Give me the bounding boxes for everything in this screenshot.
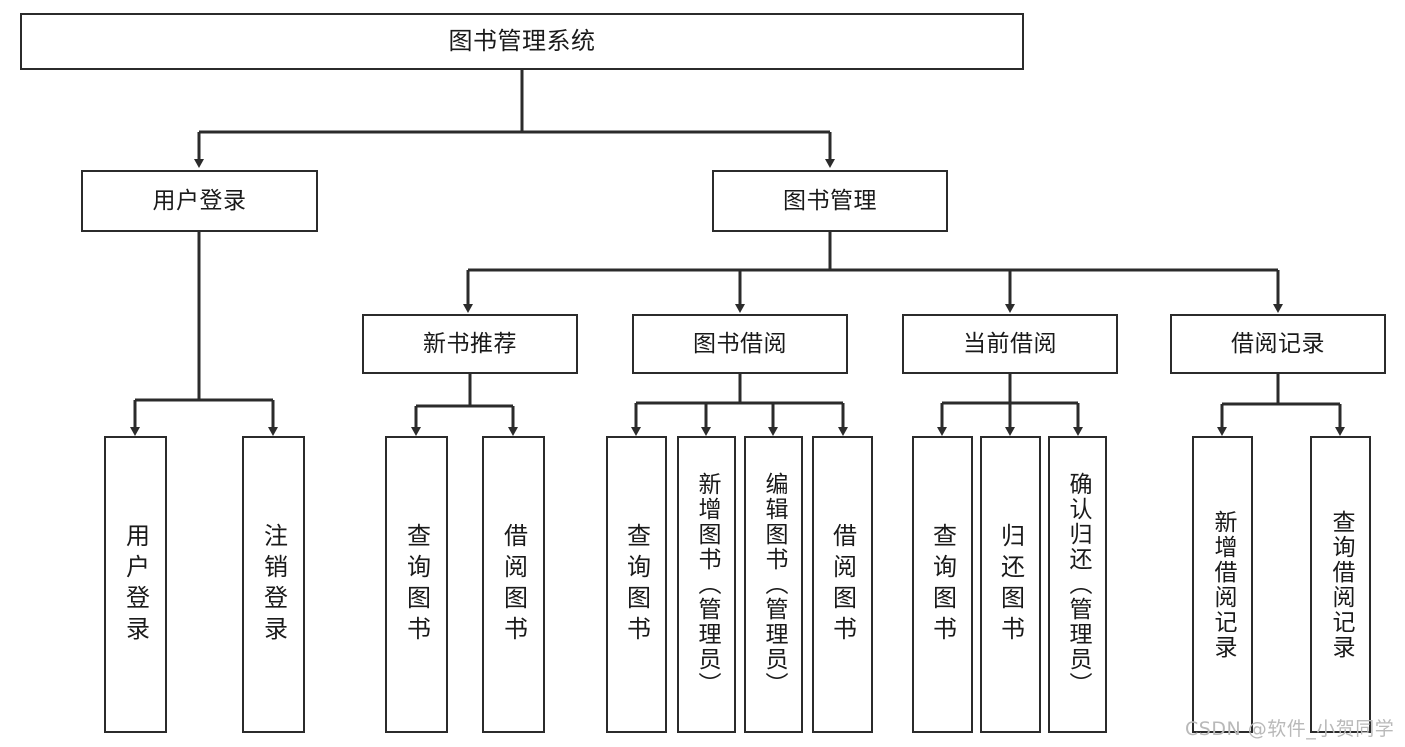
node-leaf-add-book-label: 新增图书（管理员）: [694, 472, 720, 697]
node-leaf-edit-book[interactable]: 编辑图书（管理员）: [744, 436, 803, 733]
node-leaf-user-login-label: 用户登录: [121, 522, 150, 647]
node-book-borrow[interactable]: 图书借阅: [632, 314, 848, 374]
node-leaf-return-book-label: 归还图书: [996, 522, 1025, 647]
node-leaf-query-record[interactable]: 查询借阅记录: [1310, 436, 1371, 733]
node-leaf-user-login[interactable]: 用户登录: [104, 436, 167, 733]
node-current-borrow[interactable]: 当前借阅: [902, 314, 1118, 374]
node-leaf-borrow-book-1-label: 借阅图书: [499, 522, 528, 647]
node-root-label: 图书管理系统: [448, 26, 596, 55]
node-leaf-borrow-book-2-label: 借阅图书: [828, 522, 857, 647]
node-borrow-record[interactable]: 借阅记录: [1170, 314, 1386, 374]
node-book-manage[interactable]: 图书管理: [712, 170, 948, 232]
node-leaf-query-book-1[interactable]: 查询图书: [385, 436, 448, 733]
node-leaf-borrow-book-2[interactable]: 借阅图书: [812, 436, 873, 733]
node-current-borrow-label: 当前借阅: [963, 330, 1057, 357]
node-leaf-query-book-2[interactable]: 查询图书: [606, 436, 667, 733]
node-root[interactable]: 图书管理系统: [20, 13, 1024, 70]
node-leaf-query-book-2-label: 查询图书: [622, 522, 651, 647]
node-leaf-return-book[interactable]: 归还图书: [980, 436, 1041, 733]
node-leaf-add-record-label: 新增借阅记录: [1210, 509, 1236, 660]
node-borrow-record-label: 借阅记录: [1231, 330, 1325, 357]
node-leaf-user-logout-label: 注销登录: [259, 522, 288, 647]
node-leaf-query-book-3[interactable]: 查询图书: [912, 436, 973, 733]
node-leaf-add-book[interactable]: 新增图书（管理员）: [677, 436, 736, 733]
watermark: CSDN @软件_小贺同学: [1185, 718, 1395, 740]
node-user-login[interactable]: 用户登录: [81, 170, 318, 232]
node-leaf-borrow-book-1[interactable]: 借阅图书: [482, 436, 545, 733]
node-leaf-confirm-return-label: 确认归还（管理员）: [1065, 472, 1091, 697]
node-leaf-query-record-label: 查询借阅记录: [1328, 509, 1354, 660]
node-new-book-rec[interactable]: 新书推荐: [362, 314, 578, 374]
node-user-login-label: 用户登录: [152, 187, 247, 214]
node-leaf-query-book-3-label: 查询图书: [928, 522, 957, 647]
node-leaf-confirm-return[interactable]: 确认归还（管理员）: [1048, 436, 1107, 733]
node-new-book-rec-label: 新书推荐: [423, 330, 517, 357]
node-leaf-user-logout[interactable]: 注销登录: [242, 436, 305, 733]
node-leaf-edit-book-label: 编辑图书（管理员）: [761, 472, 787, 697]
node-book-manage-label: 图书管理: [783, 187, 877, 214]
node-leaf-add-record[interactable]: 新增借阅记录: [1192, 436, 1253, 733]
node-leaf-query-book-1-label: 查询图书: [402, 522, 431, 647]
node-book-borrow-label: 图书借阅: [693, 330, 787, 357]
